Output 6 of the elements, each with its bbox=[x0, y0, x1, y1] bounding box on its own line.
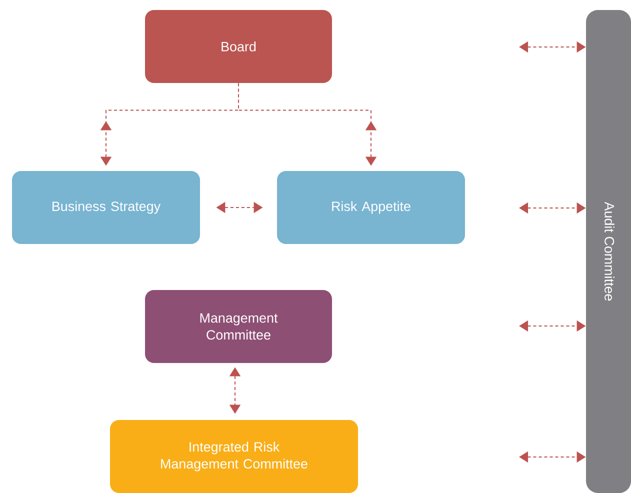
process-box: Business Strategy bbox=[12, 171, 200, 244]
committee-bar: Audit Committee bbox=[586, 10, 631, 493]
process-box: Board bbox=[145, 10, 332, 83]
process-box: Integrated Risk Management Committee bbox=[110, 420, 358, 493]
process-box: Risk Appetite bbox=[277, 171, 465, 244]
process-box: Management Committee bbox=[145, 290, 332, 363]
